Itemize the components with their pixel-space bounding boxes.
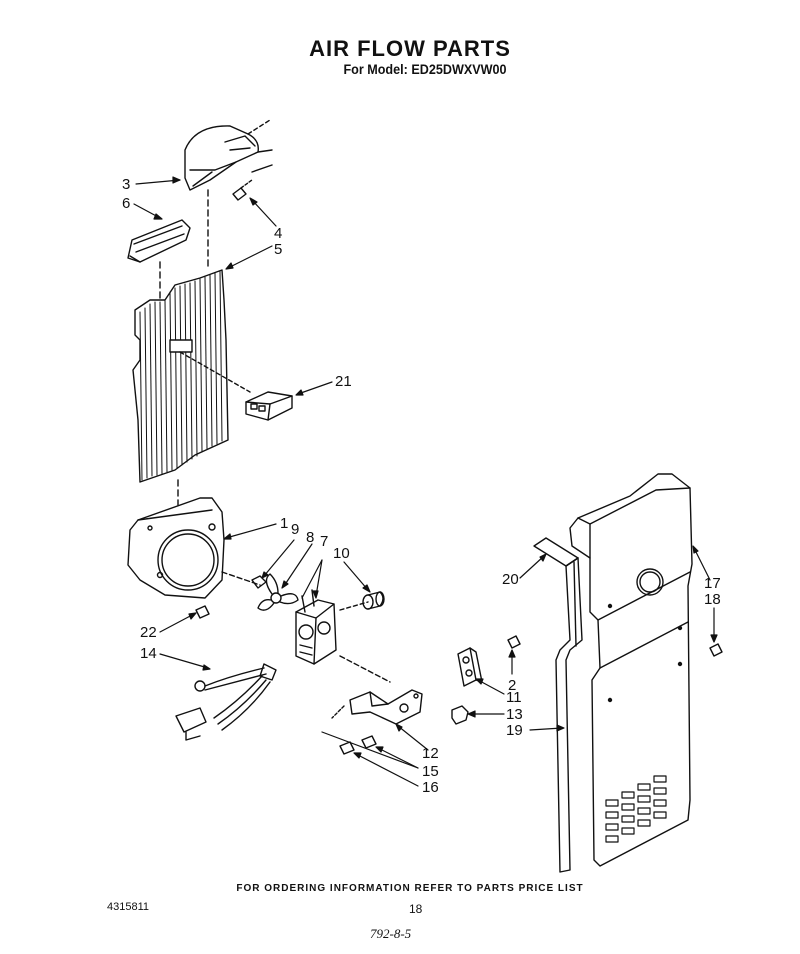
callout-9: 9 (291, 521, 299, 538)
part-fan-blade (257, 573, 299, 611)
model-line: For Model: ED25DWXVW00 (343, 61, 507, 77)
part-wire-harness (175, 663, 277, 741)
callout-10: 10 (333, 545, 350, 562)
callout-7: 7 (320, 533, 328, 550)
part-screw-16 (339, 741, 355, 755)
callout-14: 14 (140, 645, 157, 662)
part-fan-motor (295, 589, 337, 665)
part-fan-shroud (127, 497, 225, 599)
part-screw-22 (195, 605, 210, 619)
ordering-note: FOR ORDERING INFORMATION REFER TO PARTS … (236, 883, 584, 894)
part-screw-4 (232, 179, 253, 201)
callout-3: 3 (122, 176, 130, 193)
callout-18: 18 (704, 591, 721, 608)
callout-5: 5 (274, 241, 282, 258)
callout-15: 15 (422, 763, 439, 780)
part-grommet (362, 591, 385, 610)
part-screw-15 (361, 735, 377, 749)
part-screw-2 (507, 635, 521, 649)
part-screw-18 (709, 643, 723, 657)
callout-12: 12 (422, 745, 439, 762)
part-duct-grille (127, 219, 191, 263)
callout-21: 21 (335, 373, 352, 390)
callout-labels: 1 2 3 4 5 6 7 8 9 10 11 12 13 14 15 16 1… (122, 176, 721, 796)
part-nut-9 (251, 575, 267, 589)
part-rear-panel (569, 473, 693, 867)
callout-2: 2 (508, 677, 516, 694)
callout-8: 8 (306, 529, 314, 546)
callout-20: 20 (502, 571, 519, 588)
leader-lines (133, 176, 718, 787)
document-part-number: 4315811 (107, 901, 150, 913)
callout-4: 4 (274, 225, 282, 242)
callout-16: 16 (422, 779, 439, 796)
callout-17: 17 (704, 575, 721, 592)
part-motor-bracket (331, 689, 423, 725)
callout-13: 13 (506, 706, 523, 723)
page-number: 18 (409, 902, 423, 916)
callout-6: 6 (122, 195, 130, 212)
part-terminal-block (245, 391, 293, 421)
part-divider-seal (555, 557, 583, 873)
part-clip (451, 705, 469, 725)
callout-22: 22 (140, 624, 157, 641)
callout-11: 11 (506, 689, 522, 706)
date-code: 792-8-5 (370, 926, 412, 941)
page-title: AIR FLOW PARTS (309, 36, 511, 61)
part-evaporator-cover (132, 269, 251, 483)
callout-19: 19 (506, 722, 523, 739)
callout-1: 1 (280, 515, 288, 532)
part-air-duct-cover (184, 125, 259, 191)
